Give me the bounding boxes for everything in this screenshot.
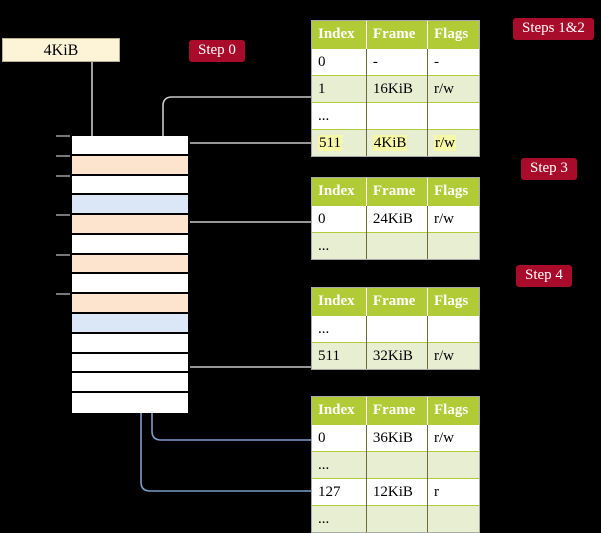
- memory-row-12: [72, 373, 188, 394]
- page-table-level-0-row[interactable]: ...: [312, 102, 479, 130]
- page-table-level-3-cell-flags: r: [427, 478, 479, 506]
- badge-steps-1-2: Steps 1&2: [513, 18, 594, 40]
- page-table-level-0-cell-frame: -: [366, 48, 428, 76]
- page-table-level-3-cell-flags: [427, 451, 479, 479]
- memory-row-5: [72, 234, 188, 255]
- page-table-level-2-header-index: Index: [312, 288, 367, 316]
- page-table-level-1-cell-flags: [427, 232, 479, 259]
- page-table-level-3-cell-index: 0: [312, 424, 367, 452]
- page-table-level-1-cell-index: 0: [312, 205, 367, 233]
- page-table-level-1-cell-frame: [366, 232, 428, 259]
- memory-row-8: [72, 294, 188, 315]
- physical-frame-label-4kib: 4KiB: [2, 38, 120, 62]
- page-table-level-0-cell-flags: -: [427, 48, 479, 76]
- page-table-level-3-header-flags: Flags: [427, 397, 479, 425]
- page-table-level-0-cell-frame: [366, 102, 428, 130]
- page-table-level-3-cell-frame: 36KiB: [366, 424, 428, 452]
- page-table-level-3-cell-index: 127: [312, 478, 367, 506]
- page-table-level-3-row[interactable]: ...: [312, 451, 479, 479]
- page-table-level-1-cell-index: ...: [312, 232, 367, 259]
- page-table-level-1-header-flags: Flags: [427, 178, 479, 206]
- page-table-level-1-row[interactable]: ...: [312, 232, 479, 259]
- memory-row-3: [72, 195, 188, 216]
- page-table-level-0-cell-frame: 4KiB: [366, 129, 428, 156]
- badge-step-0: Step 0: [189, 40, 245, 62]
- page-table-level-2-cell-flags: r/w: [427, 342, 479, 369]
- memory-row-6: [72, 254, 188, 275]
- memory-row-4-tick: [56, 214, 70, 217]
- page-table-level-0-cell-index: 511: [312, 129, 367, 156]
- page-table-level-3-header-frame: Frame: [366, 397, 428, 425]
- page-table-level-3-cell-frame: [366, 451, 428, 479]
- page-table-level-0-header-frame: Frame: [366, 21, 428, 49]
- page-table-level-3-cell-flags: r/w: [427, 424, 479, 452]
- page-table-level-1-header-index: Index: [312, 178, 367, 206]
- physical-memory-block: [70, 136, 190, 413]
- memory-row-7: [72, 274, 188, 295]
- page-table-level-0-cell-frame: 16KiB: [366, 75, 428, 103]
- memory-row-2: [72, 175, 188, 196]
- page-table-level-2-header-flags: Flags: [427, 288, 479, 316]
- page-table-level-0-row[interactable]: 0--: [312, 48, 479, 76]
- page-table-level-3-cell-frame: 12KiB: [366, 478, 428, 506]
- badge-step-3: Step 3: [521, 158, 577, 180]
- page-table-level-2-header-frame: Frame: [366, 288, 428, 316]
- memory-row-0-tick: [56, 135, 70, 137]
- page-table-level-1-header-frame: Frame: [366, 178, 428, 206]
- memory-row-6-tick: [56, 253, 70, 256]
- memory-row-2-tick: [56, 174, 70, 177]
- memory-row-0: [72, 136, 188, 156]
- page-table-level-2-cell-frame: 32KiB: [366, 342, 428, 369]
- page-table-level-1-cell-frame: 24KiB: [366, 205, 428, 233]
- page-table-level-0-cell-index: 1: [312, 75, 367, 103]
- page-table-level-1-cell-flags: r/w: [427, 205, 479, 233]
- page-table-level-0-header-flags: Flags: [427, 21, 479, 49]
- page-table-level-3-row[interactable]: ...: [312, 505, 479, 532]
- page-table-level-0-cell-index: ...: [312, 102, 367, 130]
- page-table-level-0-cell-index: 0: [312, 48, 367, 76]
- page-table-level-2-row[interactable]: ...: [312, 315, 479, 343]
- page-table-level-3-header-index: Index: [312, 397, 367, 425]
- page-table-level-0-cell-flags: [427, 102, 479, 130]
- page-table-level-3-cell-index: ...: [312, 505, 367, 532]
- badge-step-4: Step 4: [516, 265, 572, 287]
- page-table-level-2-cell-flags: [427, 315, 479, 343]
- page-table-level-3-cell-index: ...: [312, 451, 367, 479]
- page-table-level-3-cell-frame: [366, 505, 428, 532]
- memory-row-9: [72, 314, 188, 334]
- page-table-level-0-header-index: Index: [312, 21, 367, 49]
- memory-row-8-tick: [56, 293, 70, 296]
- page-table-level-2-cell-index: 511: [312, 342, 367, 369]
- page-table-level-2-cell-index: ...: [312, 315, 367, 343]
- memory-row-4: [72, 215, 188, 235]
- page-table-level-0-cell-flags: r/w: [427, 75, 479, 103]
- memory-row-1-tick: [56, 154, 70, 157]
- page-table-level-3-cell-flags: [427, 505, 479, 532]
- memory-row-11: [72, 353, 188, 374]
- memory-row-1: [72, 155, 188, 176]
- memory-row-10: [72, 333, 188, 354]
- page-table-level-0-cell-flags: r/w: [427, 129, 479, 156]
- page-table-level-2-cell-frame: [366, 315, 428, 343]
- memory-row-13: [72, 393, 188, 413]
